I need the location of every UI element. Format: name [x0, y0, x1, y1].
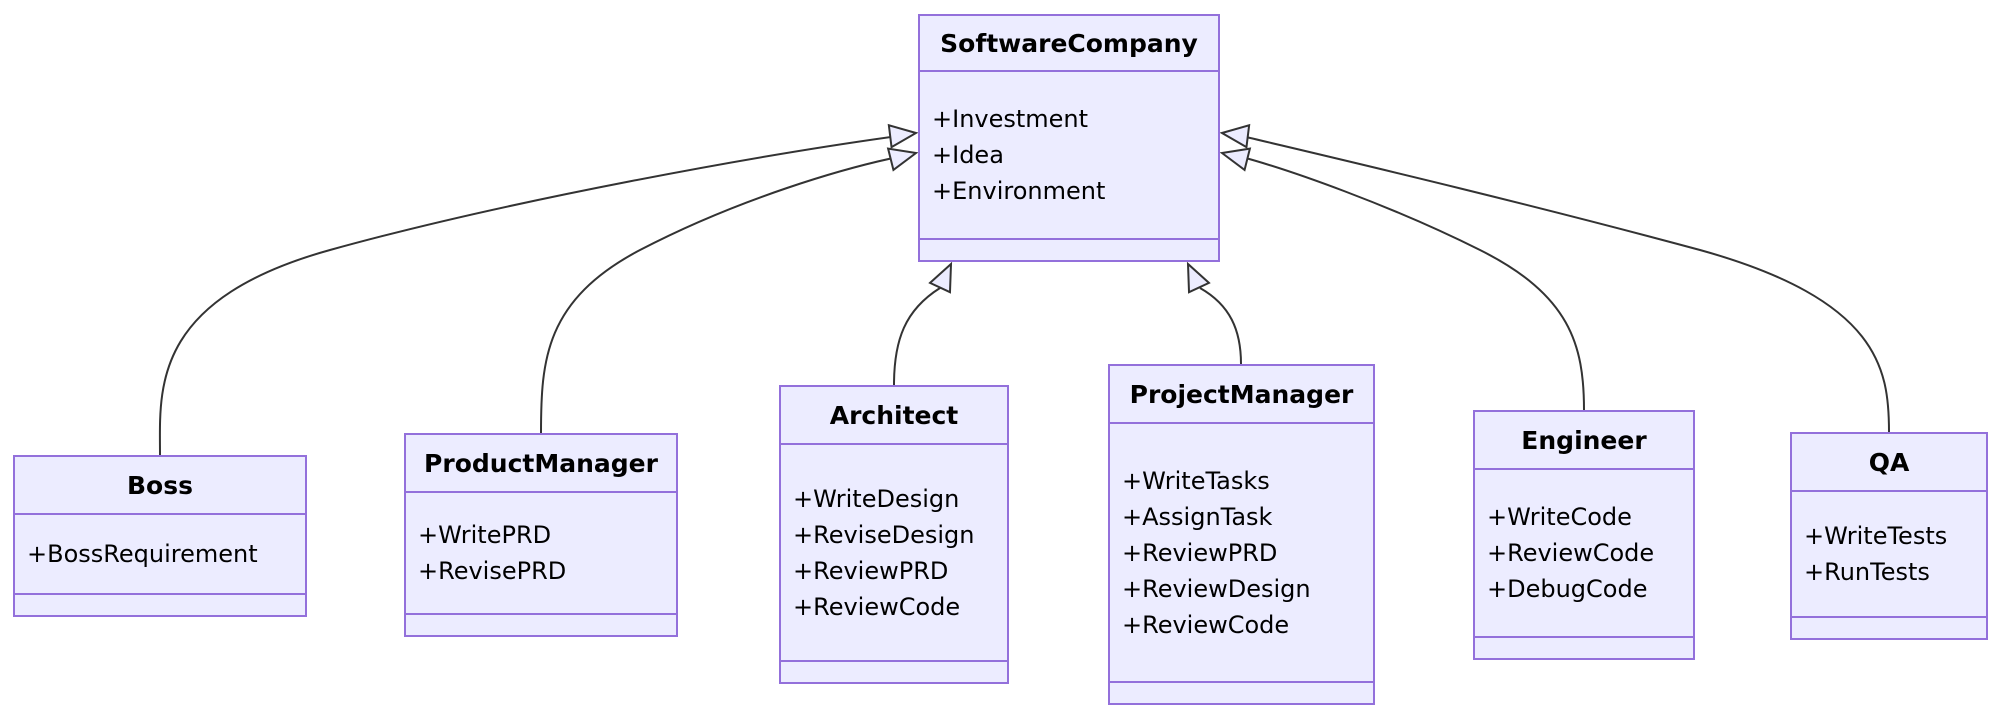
uml-attribute: +WritePRD [418, 521, 552, 549]
uml-attributes-compartment: +WriteTasks +AssignTask +ReviewPRD +ReviewD… [1110, 424, 1373, 683]
uml-attribute: +DebugCode [1487, 575, 1648, 603]
uml-attribute: +ReviseDesign [793, 520, 975, 549]
uml-class-boss[interactable]: Boss +BossRequirement [13, 455, 307, 617]
inheritance-arrowhead [1186, 261, 1211, 294]
edge-line [1199, 287, 1242, 365]
inheritance-arrowhead [886, 147, 919, 172]
uml-attribute: +ReviewPRD [1122, 538, 1278, 567]
uml-class-name: ProjectManager [1110, 366, 1373, 424]
uml-class-name: SoftwareCompany [920, 16, 1218, 72]
uml-class-name: Engineer [1475, 412, 1693, 470]
uml-attributes-compartment: +Investment +Idea +Environment [920, 72, 1218, 240]
uml-attribute: +ReviewCode [1122, 610, 1290, 639]
uml-attribute: +RunTests [1804, 558, 1930, 586]
uml-class-engineer[interactable]: Engineer +WriteCode +ReviewCode +DebugCode [1473, 410, 1695, 660]
uml-attribute: +ReviewCode [1487, 539, 1655, 567]
uml-attributes-compartment: +BossRequirement [15, 515, 305, 595]
uml-attribute: +WriteTests [1804, 522, 1948, 550]
uml-attributes-compartment: +WriteTests +RunTests [1792, 492, 1986, 618]
uml-methods-compartment [920, 240, 1218, 260]
uml-class-qa[interactable]: QA +WriteTests +RunTests [1790, 432, 1988, 640]
uml-attribute: +WriteTasks [1122, 466, 1270, 495]
uml-attribute: +BossRequirement [27, 540, 258, 568]
uml-attribute: +AssignTask [1122, 502, 1273, 531]
uml-methods-compartment [1110, 683, 1373, 703]
uml-class-product-manager[interactable]: ProductManager +WritePRD +RevisePRD [404, 433, 678, 637]
uml-methods-compartment [406, 615, 676, 635]
uml-methods-compartment [15, 595, 305, 615]
uml-attributes-compartment: +WriteDesign +ReviseDesign +ReviewPRD +Revi… [781, 445, 1007, 662]
uml-attribute: +Idea [932, 141, 1004, 169]
uml-attribute: +ReviewCode [793, 592, 961, 621]
uml-methods-compartment [781, 662, 1007, 682]
edge-line [893, 287, 941, 386]
generalization-edge [1186, 261, 1242, 365]
generalization-edge [893, 261, 953, 386]
inheritance-arrowhead [887, 123, 919, 149]
uml-class-project-manager[interactable]: ProjectManager +WriteTasks +AssignTask +Rev… [1108, 364, 1375, 705]
uml-methods-compartment [1475, 638, 1693, 658]
uml-class-name: ProductManager [406, 435, 676, 493]
uml-attributes-compartment: +WritePRD +RevisePRD [406, 493, 676, 615]
uml-attribute: +ReviewPRD [793, 556, 949, 585]
uml-attribute: +Environment [932, 177, 1106, 205]
uml-class-architect[interactable]: Architect +WriteDesign +ReviseDesign +Revie… [779, 385, 1009, 684]
uml-methods-compartment [1792, 618, 1986, 638]
uml-attribute: +ReviewDesign [1122, 574, 1311, 603]
uml-class-software-company[interactable]: SoftwareCompany +Investment +Idea +Environm… [918, 14, 1220, 262]
uml-class-name: QA [1792, 434, 1986, 492]
uml-attributes-compartment: +WriteCode +ReviewCode +DebugCode [1475, 470, 1693, 638]
uml-class-name: Architect [781, 387, 1007, 445]
inheritance-arrowhead [1219, 123, 1251, 149]
inheritance-arrowhead [928, 261, 953, 294]
uml-class-name: Boss [15, 457, 305, 515]
uml-attribute: +Investment [932, 105, 1089, 133]
uml-attribute: +WriteDesign [793, 484, 960, 513]
uml-attribute: +WriteCode [1487, 503, 1632, 531]
uml-attribute: +RevisePRD [418, 557, 567, 585]
inheritance-arrowhead [1219, 147, 1252, 172]
